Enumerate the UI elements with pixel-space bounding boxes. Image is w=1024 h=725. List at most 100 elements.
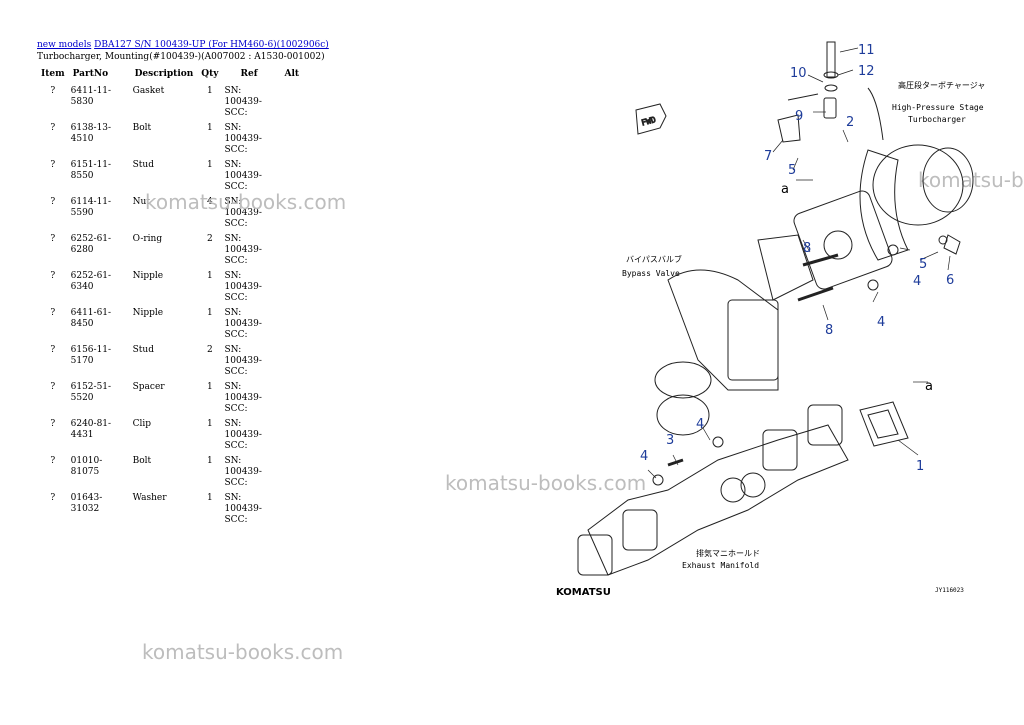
manifold-label-jp: 排気マニホールド bbox=[696, 548, 760, 558]
qty-cell: 1 bbox=[207, 382, 213, 392]
page-subtitle: Turbocharger, Mounting(#100439-)(A007002… bbox=[37, 52, 325, 62]
table-row: ? 6411-61-8450 Nipple 1 SN: 100439-SCC: bbox=[37, 306, 309, 343]
description-cell: Washer bbox=[132, 493, 167, 503]
ref-cell: SN: 100439-SCC: bbox=[224, 197, 262, 229]
partno-cell: 6156-11-5170 bbox=[70, 345, 112, 366]
callout-7: 7 bbox=[764, 149, 772, 164]
description-cell: Bolt bbox=[132, 123, 152, 133]
item-cell: ? bbox=[50, 86, 56, 96]
turbo-label-en2: Turbocharger bbox=[908, 115, 966, 124]
callout-12: 12 bbox=[858, 64, 875, 79]
table-row: ? 6252-61-6280 O-ring 2 SN: 100439-SCC: bbox=[37, 232, 309, 269]
description-cell: Nipple bbox=[132, 271, 164, 281]
qty-cell: 1 bbox=[207, 86, 213, 96]
watermark: komatsu-books.com bbox=[445, 471, 647, 495]
partno-cell: 01643-31032 bbox=[70, 493, 103, 514]
callout-5: 5 bbox=[788, 163, 796, 178]
ref-cell: SN: 100439-SCC: bbox=[224, 123, 262, 155]
qty-cell: 1 bbox=[207, 493, 213, 503]
alt-cell bbox=[281, 380, 309, 417]
col-header-item: Item bbox=[41, 69, 65, 79]
ref-cell: SN: 100439-SCC: bbox=[224, 493, 262, 525]
item-cell: ? bbox=[50, 234, 56, 244]
partno-cell: 6411-11-5830 bbox=[70, 86, 112, 107]
partno-cell: 6411-61-8450 bbox=[70, 308, 112, 329]
item-cell: ? bbox=[50, 160, 56, 170]
alt-cell bbox=[281, 343, 309, 380]
ref-cell: SN: 100439-SCC: bbox=[224, 456, 262, 488]
callout-8b: 8 bbox=[825, 323, 833, 338]
qty-cell: 1 bbox=[207, 456, 213, 466]
item-cell: ? bbox=[50, 123, 56, 133]
ref-cell: SN: 100439-SCC: bbox=[224, 345, 262, 377]
description-cell: Nut bbox=[132, 197, 150, 207]
description-cell: O-ring bbox=[132, 234, 163, 244]
ref-cell: SN: 100439-SCC: bbox=[224, 382, 262, 414]
col-header-partno: PartNo bbox=[72, 69, 109, 79]
callout-5b: 5 bbox=[919, 257, 927, 272]
bypass-label-jp: バイパスバルブ bbox=[626, 254, 682, 264]
breadcrumb: new models DBA127 S/N 100439-UP (For HM4… bbox=[37, 40, 329, 50]
parts-table: Item PartNo Description Qty Ref Alt ? 641… bbox=[37, 64, 309, 528]
col-header-ref: Ref bbox=[240, 69, 258, 79]
turbo-label-en1: High-Pressure Stage bbox=[892, 103, 984, 112]
partno-cell: 6114-11-5590 bbox=[70, 197, 112, 218]
exploded-parts-diagram: FWD bbox=[556, 41, 985, 598]
callout-4c: 4 bbox=[696, 417, 704, 432]
watermark: komatsu-books.com bbox=[918, 168, 1024, 192]
qty-cell: 2 bbox=[207, 234, 213, 244]
item-cell: ? bbox=[50, 197, 56, 207]
figure-code: JY116023 bbox=[935, 587, 964, 594]
watermark: komatsu-books.com bbox=[145, 190, 347, 214]
ref-cell: SN: 100439-SCC: bbox=[224, 419, 262, 451]
qty-cell: 1 bbox=[207, 308, 213, 318]
callout-8: 8 bbox=[803, 241, 811, 256]
alt-cell bbox=[281, 232, 309, 269]
partno-cell: 6252-61-6280 bbox=[70, 234, 112, 255]
callout-1: 1 bbox=[916, 459, 924, 474]
turbo-label-jp: 高圧段ターボチャージャ bbox=[898, 80, 985, 90]
col-header-alt: Alt bbox=[284, 69, 300, 79]
description-cell: Nipple bbox=[132, 308, 164, 318]
partno-cell: 01010-81075 bbox=[70, 456, 103, 477]
qty-cell: 4 bbox=[207, 197, 213, 207]
breadcrumb-link-new-models[interactable]: new models bbox=[37, 40, 92, 50]
alt-cell bbox=[281, 306, 309, 343]
callout-11: 11 bbox=[858, 43, 875, 58]
callout-4: 4 bbox=[913, 274, 921, 289]
col-header-qty: Qty bbox=[201, 69, 219, 79]
callout-4d: 4 bbox=[640, 449, 648, 464]
breadcrumb-link-model[interactable]: DBA127 S/N 100439-UP (For HM460-6)(10029… bbox=[94, 40, 329, 50]
ref-cell: SN: 100439-SCC: bbox=[224, 160, 262, 192]
fasteners-drawing bbox=[652, 41, 961, 486]
item-cell: ? bbox=[50, 271, 56, 281]
partno-cell: 6252-61-6340 bbox=[70, 271, 112, 292]
item-cell: ? bbox=[50, 382, 56, 392]
description-cell: Clip bbox=[132, 419, 152, 429]
description-cell: Stud bbox=[132, 345, 154, 355]
qty-cell: 1 bbox=[207, 271, 213, 281]
manifold-label-en: Exhaust Manifold bbox=[682, 561, 759, 570]
ref-cell: SN: 100439-SCC: bbox=[224, 234, 262, 266]
item-cell: ? bbox=[50, 308, 56, 318]
callout-9: 9 bbox=[795, 109, 803, 124]
exhaust-manifold-drawing bbox=[577, 404, 849, 576]
table-row: ? 6114-11-5590 Nut 4 SN: 100439-SCC: bbox=[37, 195, 309, 232]
description-cell: Stud bbox=[132, 160, 154, 170]
alt-cell bbox=[281, 84, 309, 121]
ref-cell: SN: 100439-SCC: bbox=[224, 308, 262, 340]
description-cell: Gasket bbox=[132, 86, 165, 96]
alt-cell bbox=[281, 269, 309, 306]
item-cell: ? bbox=[50, 456, 56, 466]
qty-cell: 2 bbox=[207, 345, 213, 355]
alt-cell bbox=[281, 121, 309, 158]
leader-lines bbox=[647, 47, 951, 479]
col-header-description: Description bbox=[134, 69, 194, 79]
